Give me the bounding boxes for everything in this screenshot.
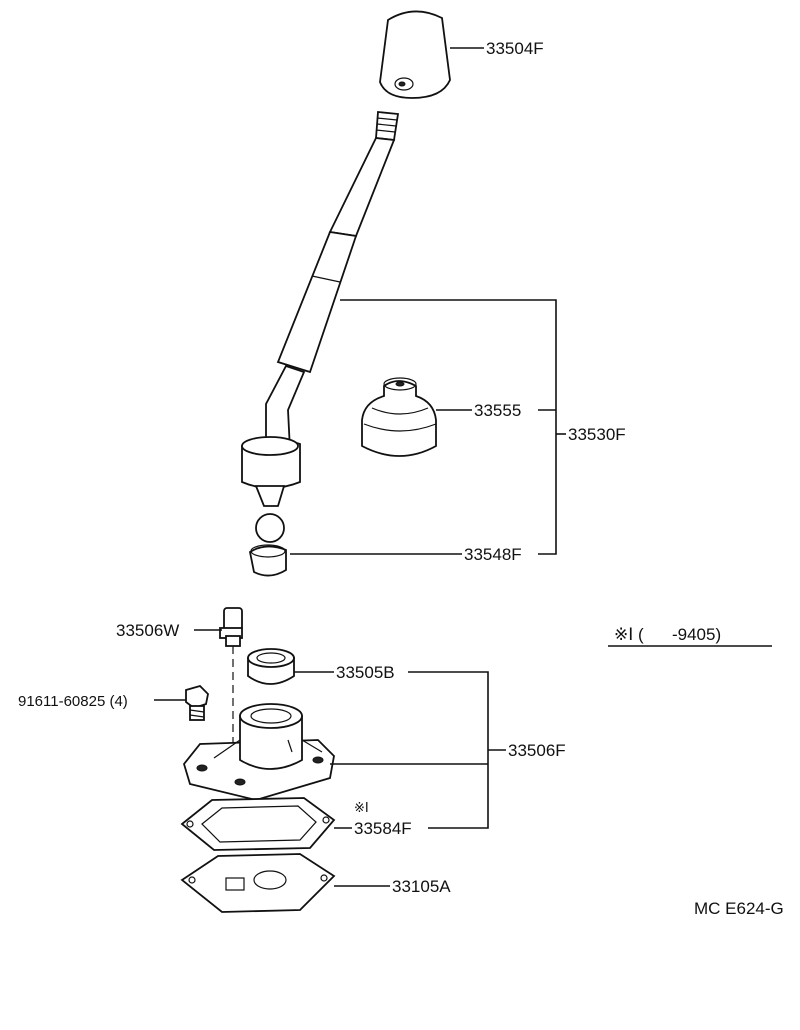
shift-knob xyxy=(379,10,451,99)
base-plate xyxy=(180,853,336,913)
label-seat: 33548F xyxy=(464,545,522,564)
leader-lines xyxy=(154,47,772,887)
bushing xyxy=(247,648,295,685)
label-knob: 33504F xyxy=(486,39,544,58)
label-bushing: 33505B xyxy=(336,663,395,682)
label-pin: 33506W xyxy=(116,621,179,640)
shift-lever-retainer xyxy=(183,703,335,801)
label-plate: 33105A xyxy=(392,877,451,896)
label-bolt: 91611-60825 (4) xyxy=(18,693,128,710)
part-labels: 33504F 33555 33530F 33548F 33506W 91611-… xyxy=(18,39,784,918)
legend-note: ※Ⅰ ( -9405) xyxy=(614,625,721,644)
gasket xyxy=(180,797,336,851)
diagram-code: MC E624-G xyxy=(694,899,784,918)
bolt xyxy=(185,684,209,721)
label-lever-assy: 33530F xyxy=(568,425,626,444)
label-retainer: 33506F xyxy=(508,741,566,760)
pin xyxy=(219,607,243,760)
shift-lever xyxy=(241,111,400,543)
shift-lever-boot xyxy=(361,377,437,457)
label-gasket: 33584F xyxy=(354,819,412,838)
lever-seat xyxy=(248,544,287,577)
label-gasket-note: ※Ⅰ xyxy=(354,800,369,815)
label-boot: 33555 xyxy=(474,401,521,420)
